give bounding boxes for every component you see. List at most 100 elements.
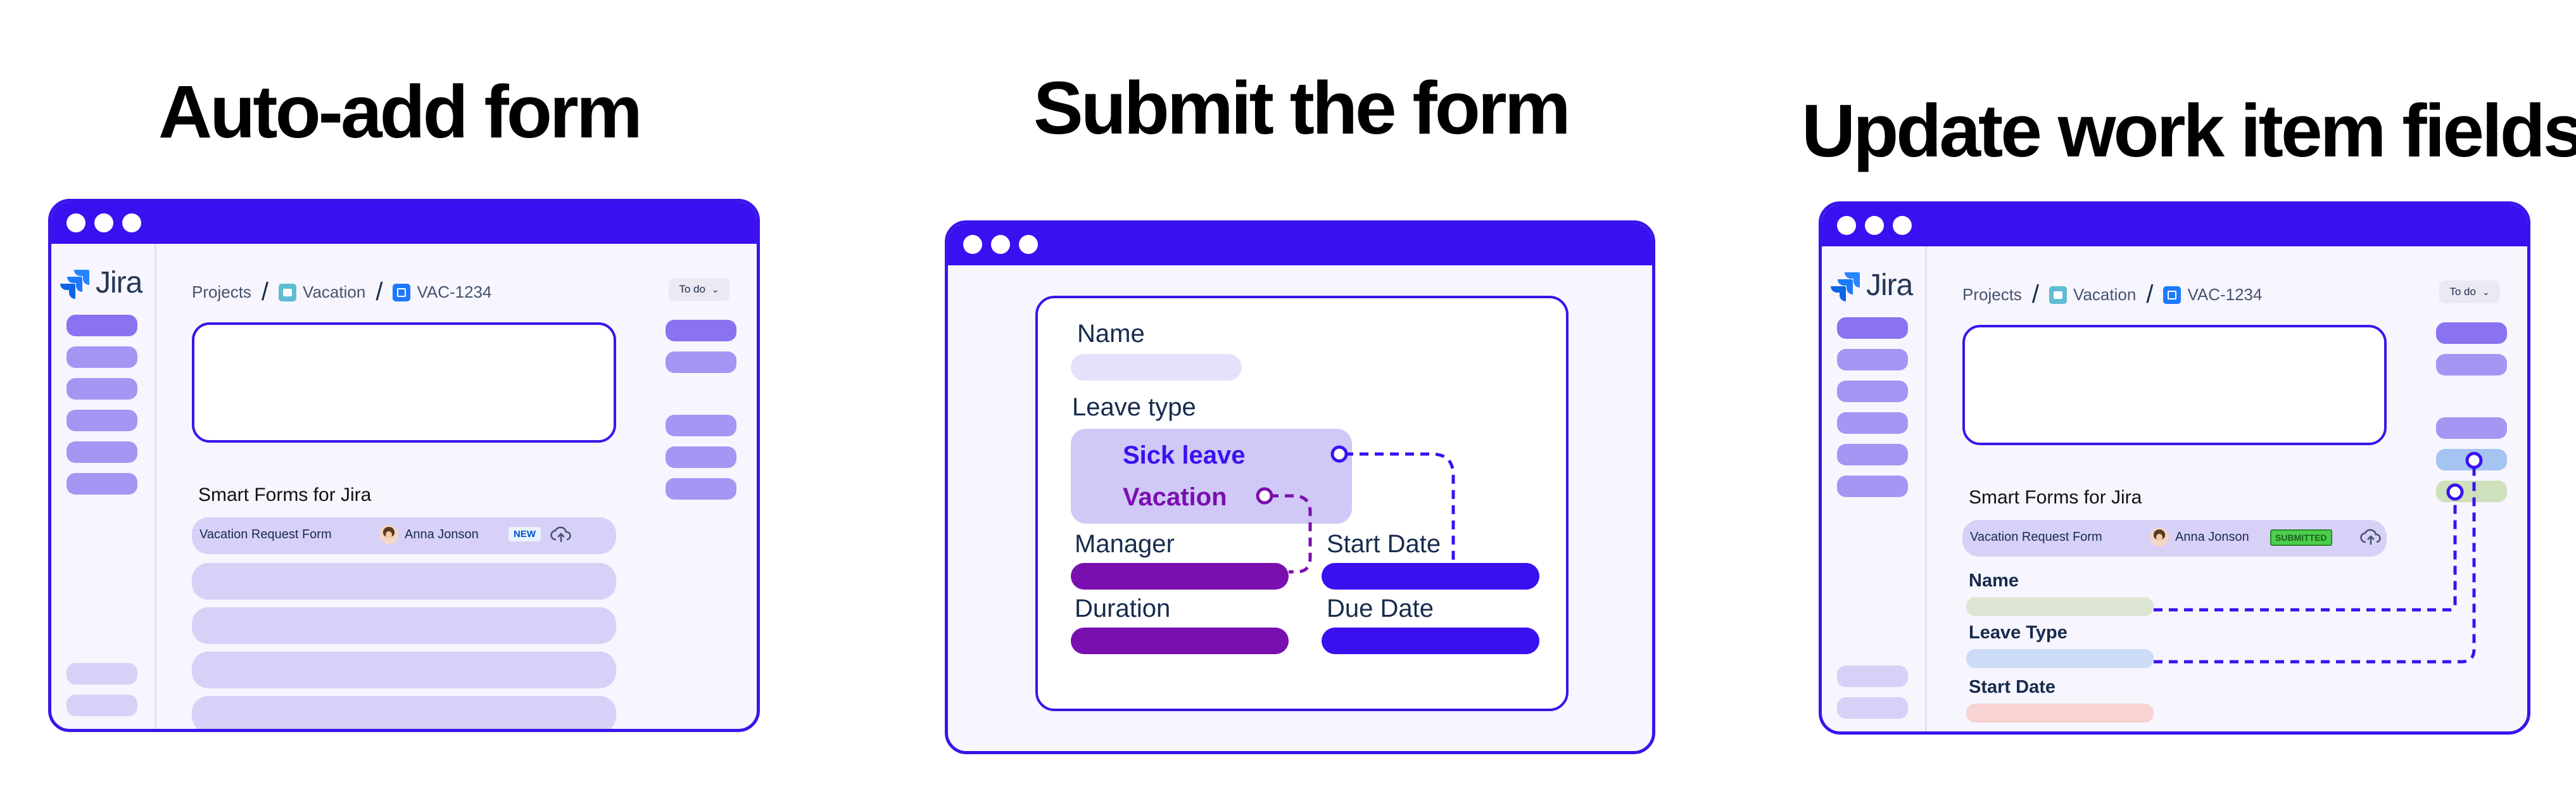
side-panel-field[interactable] <box>666 478 736 500</box>
window-control-dot[interactable] <box>1865 216 1884 235</box>
sidebar-nav-item[interactable] <box>66 663 137 685</box>
breadcrumb-projects[interactable]: Projects <box>1962 285 2022 304</box>
side-panel-field[interactable] <box>666 320 736 341</box>
form-list-item[interactable]: Vacation Request Form Anna Jonson NEW <box>192 517 616 554</box>
field-start-date-value[interactable] <box>1966 704 2154 723</box>
jira-logo-icon <box>60 269 89 299</box>
jira-logo: Jira <box>1829 268 1913 303</box>
window-control-dot[interactable] <box>1837 216 1856 235</box>
field-start-date-label: Start Date <box>1969 677 2055 697</box>
sidebar-nav-item[interactable] <box>66 441 137 463</box>
duration-field[interactable] <box>1071 628 1289 654</box>
sidebar-nav-item[interactable] <box>1837 476 1908 497</box>
sidebar-nav-item[interactable] <box>1837 412 1908 434</box>
form-list-placeholder[interactable] <box>192 696 616 729</box>
sidebar-nav-item[interactable] <box>1837 317 1908 339</box>
sidebar-nav-item[interactable] <box>1837 381 1908 402</box>
name-label: Name <box>1077 320 1145 348</box>
window-control-dot[interactable] <box>991 235 1010 254</box>
window-control-dot[interactable] <box>66 213 85 232</box>
mapping-connectors <box>1256 445 1455 574</box>
heading-auto-add-form: Auto-add form <box>158 70 643 154</box>
project-icon <box>2049 286 2068 304</box>
side-panel-field[interactable] <box>666 415 736 436</box>
field-sync-connectors <box>2154 452 2483 664</box>
manager-field[interactable] <box>1071 563 1289 590</box>
form-name: Vacation Request Form <box>199 528 332 541</box>
breadcrumb-separator: / <box>2146 281 2154 308</box>
side-panel-field[interactable] <box>2436 322 2507 344</box>
window-control-dot[interactable] <box>963 235 982 254</box>
window-control-dot[interactable] <box>94 213 113 232</box>
window-titlebar <box>948 224 1652 265</box>
sidebar-nav-item[interactable] <box>66 695 137 716</box>
chevron-down-icon: ⌄ <box>711 284 719 294</box>
field-leave-type-label: Leave Type <box>1969 622 2068 643</box>
option-vacation[interactable]: Vacation <box>1123 483 1227 511</box>
window-control-dot[interactable] <box>1893 216 1912 235</box>
breadcrumb-separator: / <box>261 278 269 306</box>
sidebar-divider <box>155 244 156 729</box>
jira-window-auto-add: Jira Projects / Vacation / VAC-1234 To d… <box>48 199 760 732</box>
window-control-dot[interactable] <box>122 213 141 232</box>
sidebar-nav-item[interactable] <box>1837 697 1908 719</box>
form-list-placeholder[interactable] <box>192 563 616 600</box>
form-list-placeholder[interactable] <box>192 607 616 644</box>
form-list-placeholder[interactable] <box>192 652 616 688</box>
connector-node <box>2465 452 2483 469</box>
status-badge-new: NEW <box>508 527 541 541</box>
form-name: Vacation Request Form <box>1970 530 2102 544</box>
field-name-label: Name <box>1969 571 2019 591</box>
status-dropdown[interactable]: To do ⌄ <box>2439 281 2500 303</box>
side-panel-field[interactable] <box>2436 417 2507 439</box>
breadcrumb: Projects / Vacation / VAC-1234 <box>192 278 491 306</box>
sidebar-nav-item[interactable] <box>66 473 137 495</box>
option-sick-leave[interactable]: Sick leave <box>1123 441 1246 469</box>
sidebar-nav-item[interactable] <box>66 346 137 368</box>
duration-label: Duration <box>1075 595 1171 622</box>
description-box[interactable] <box>192 322 616 443</box>
window-titlebar <box>1822 205 2527 246</box>
cloud-upload-icon[interactable] <box>2360 528 2382 546</box>
issue-type-icon <box>393 283 411 301</box>
breadcrumb-issue[interactable]: VAC-1234 <box>417 282 492 301</box>
breadcrumb-issue[interactable]: VAC-1234 <box>2187 285 2263 304</box>
jira-logo-text: Jira <box>96 266 142 300</box>
breadcrumb-project[interactable]: Vacation <box>2073 285 2137 304</box>
heading-update-work-item-fields: Update work item fields <box>1802 89 2576 173</box>
avatar <box>379 525 398 544</box>
chevron-down-icon: ⌄ <box>2482 286 2490 297</box>
sidebar-nav-item[interactable] <box>1837 666 1908 687</box>
status-dropdown[interactable]: To do ⌄ <box>669 278 729 301</box>
breadcrumb-project[interactable]: Vacation <box>303 282 366 301</box>
name-field[interactable] <box>1071 354 1242 381</box>
field-leave-type-value[interactable] <box>1966 649 2154 668</box>
leave-type-select[interactable] <box>1071 429 1352 524</box>
sidebar-divider <box>1925 246 1927 731</box>
cloud-upload-icon[interactable] <box>550 526 572 543</box>
description-box[interactable] <box>1962 325 2387 445</box>
breadcrumb-separator: / <box>376 278 383 306</box>
breadcrumb-separator: / <box>2031 281 2040 308</box>
sidebar-nav-item[interactable] <box>66 410 137 431</box>
due-date-field[interactable] <box>1322 628 1539 654</box>
smart-forms-section-title: Smart Forms for Jira <box>198 484 372 505</box>
assignee-name: Anna Jonson <box>405 528 479 541</box>
assignee-name: Anna Jonson <box>2175 530 2249 544</box>
sidebar-nav-item[interactable] <box>66 315 137 336</box>
status-badge-submitted: SUBMITTED <box>2270 529 2332 546</box>
form-list-item[interactable]: Vacation Request Form Anna Jonson SUBMIT… <box>1962 520 2387 557</box>
breadcrumb-projects[interactable]: Projects <box>192 282 251 301</box>
side-panel-field[interactable] <box>666 351 736 373</box>
due-date-label: Due Date <box>1327 595 1434 622</box>
field-name-value[interactable] <box>1966 597 2154 616</box>
side-panel-field[interactable] <box>666 446 736 468</box>
vacation-form-card: Name Leave type Sick leave Vacation Mana… <box>1035 296 1569 711</box>
heading-submit-the-form: Submit the form <box>1033 66 1571 150</box>
sidebar-nav-item[interactable] <box>66 378 137 400</box>
side-panel-field[interactable] <box>2436 354 2507 376</box>
sidebar-nav-item[interactable] <box>1837 444 1908 465</box>
sidebar-nav-item[interactable] <box>1837 349 1908 370</box>
window-control-dot[interactable] <box>1019 235 1038 254</box>
start-date-field[interactable] <box>1322 563 1539 590</box>
